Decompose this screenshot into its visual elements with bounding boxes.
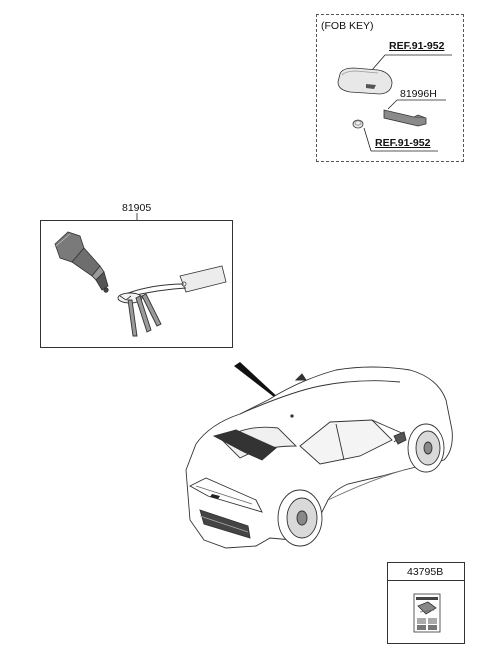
- ref-91-952-top-label[interactable]: REF.91-952: [389, 40, 445, 52]
- smart-key-fob-icon: [337, 67, 393, 95]
- key-kit-box: [40, 220, 233, 348]
- label-part-box: [387, 562, 465, 644]
- part-43795b-label[interactable]: 43795B: [407, 566, 444, 578]
- keys-on-ring-icon: [117, 283, 187, 337]
- fob-leader-lines: [363, 54, 452, 152]
- label-sticker-icon: [413, 593, 441, 633]
- car-illustration: [185, 366, 453, 549]
- key-blade-icon: [383, 109, 427, 127]
- fob-key-group-title: (FOB KEY): [321, 20, 374, 32]
- part-81996h-label[interactable]: 81996H: [400, 88, 437, 100]
- lock-cylinder-icon: [54, 231, 109, 293]
- label-box-divider: [387, 580, 465, 581]
- coin-battery-icon: [352, 119, 364, 129]
- key-tag-icon: [179, 265, 227, 293]
- fob-key-group-box: [316, 14, 464, 162]
- ref-91-952-bottom-label[interactable]: REF.91-952: [375, 137, 431, 149]
- part-81905-label[interactable]: 81905: [122, 202, 152, 214]
